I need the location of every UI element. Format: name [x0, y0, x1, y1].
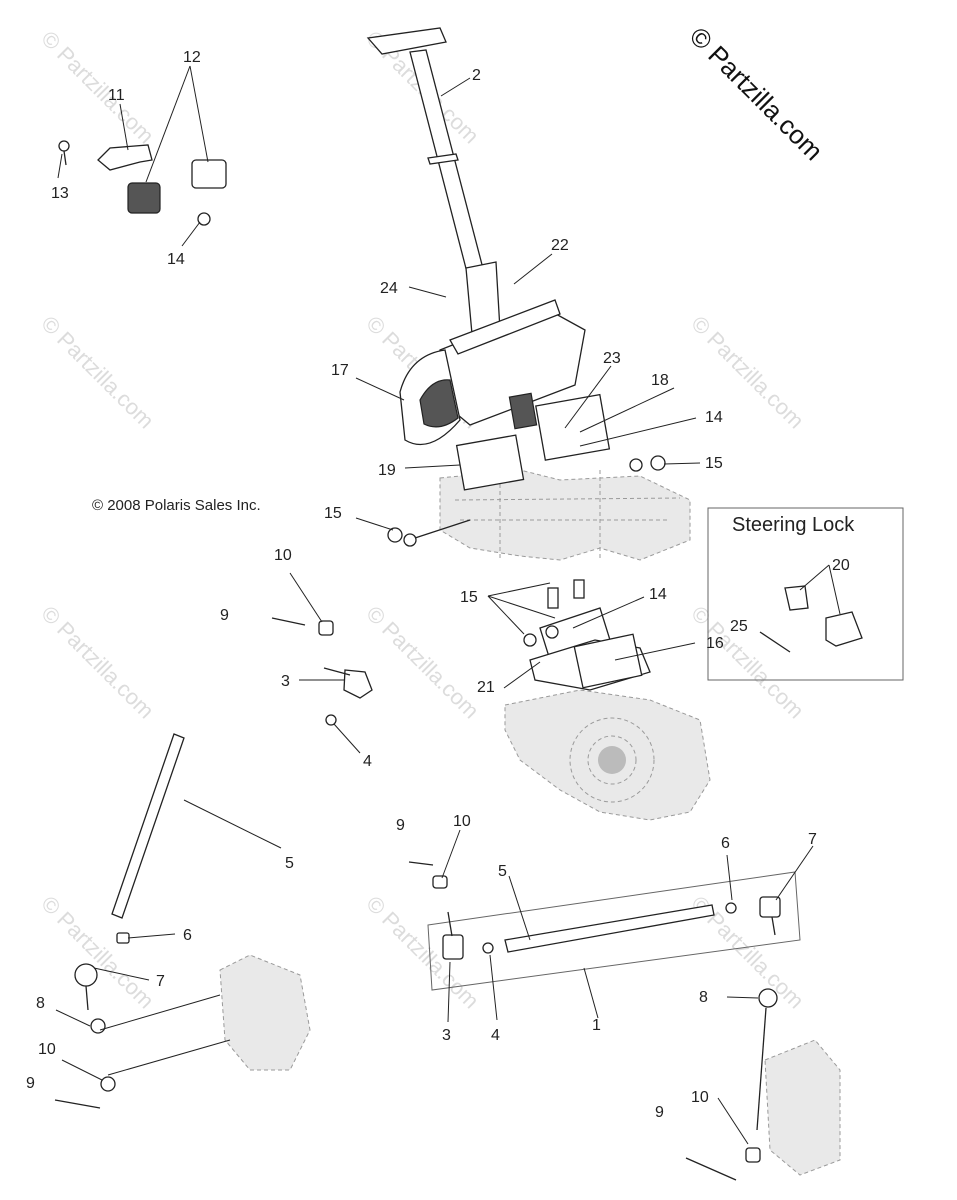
callout-11: 11: [108, 87, 125, 104]
inset-title: Steering Lock: [732, 514, 855, 536]
callout-9: 9: [26, 1075, 35, 1092]
callout-9: 9: [220, 607, 229, 624]
callout-1: 1: [592, 1017, 601, 1034]
lower-bracket: [523, 607, 651, 691]
callout-19: 19: [378, 462, 396, 479]
bushing-group: [58, 140, 227, 226]
callout-6: 6: [721, 835, 730, 852]
tie-rod-right-lower: [685, 988, 841, 1181]
callout-10: 10: [453, 813, 471, 830]
steering-column: [366, 27, 501, 335]
callout-2: 2: [472, 67, 481, 84]
bolts-15: [387, 455, 666, 609]
eps-gearbox: [399, 299, 611, 491]
callout-8: 8: [36, 995, 45, 1012]
watermark-layer: © Partzilla.com © Partzilla.com © Partzi…: [36, 26, 809, 1014]
frame-ghost: [439, 469, 711, 821]
callout-9: 9: [396, 817, 405, 834]
callout-3: 3: [442, 1027, 451, 1044]
callout-4: 4: [363, 753, 372, 770]
copyright-text: © 2008 Polaris Sales Inc.: [92, 497, 261, 514]
leader-lines: [55, 65, 841, 1145]
callout-12: 12: [183, 49, 201, 66]
callout-24: 24: [380, 280, 398, 297]
callout-10: 10: [38, 1041, 56, 1058]
callout-10: 10: [691, 1089, 709, 1106]
callout-13: 13: [51, 185, 69, 202]
tie-rod-left: [54, 617, 373, 1109]
brand-watermark: © Partzilla.com: [684, 21, 829, 166]
callout-4: 4: [491, 1027, 500, 1044]
callout-16: 16: [706, 635, 724, 652]
callout-8: 8: [699, 989, 708, 1006]
watermark: © Partzilla.com: [361, 601, 484, 724]
steering-lock-inset: Steering Lock: [707, 507, 904, 681]
callout-21: 21: [477, 679, 495, 696]
callout-labels: 1 2 3 3 4 4 5 5 6 6 7 7 8 8 9 9 9 9 10 1…: [26, 49, 850, 1121]
watermark: © Partzilla.com: [361, 891, 484, 1014]
callout-6: 6: [183, 927, 192, 944]
callout-7: 7: [808, 831, 817, 848]
watermark: © Partzilla.com: [36, 891, 159, 1014]
callout-15: 15: [705, 455, 723, 472]
callout-14: 14: [705, 409, 723, 426]
callout-20: 20: [832, 557, 850, 574]
callout-15: 15: [460, 589, 478, 606]
watermark: © Partzilla.com: [36, 311, 159, 434]
callout-5: 5: [285, 855, 294, 872]
callout-22: 22: [551, 237, 569, 254]
callout-3: 3: [281, 673, 290, 690]
callout-15: 15: [324, 505, 342, 522]
callout-14: 14: [649, 586, 667, 603]
callout-14: 14: [167, 251, 185, 268]
tie-rod-kit: [408, 861, 801, 991]
callout-10: 10: [274, 547, 292, 564]
watermark: © Partzilla.com: [36, 601, 159, 724]
callout-18: 18: [651, 372, 669, 389]
callout-25: 25: [730, 618, 748, 635]
callout-5: 5: [498, 863, 507, 880]
callout-23: 23: [603, 350, 621, 367]
watermark: © Partzilla.com: [36, 26, 159, 149]
callout-9: 9: [655, 1104, 664, 1121]
callout-17: 17: [331, 362, 349, 379]
callout-7: 7: [156, 973, 165, 990]
